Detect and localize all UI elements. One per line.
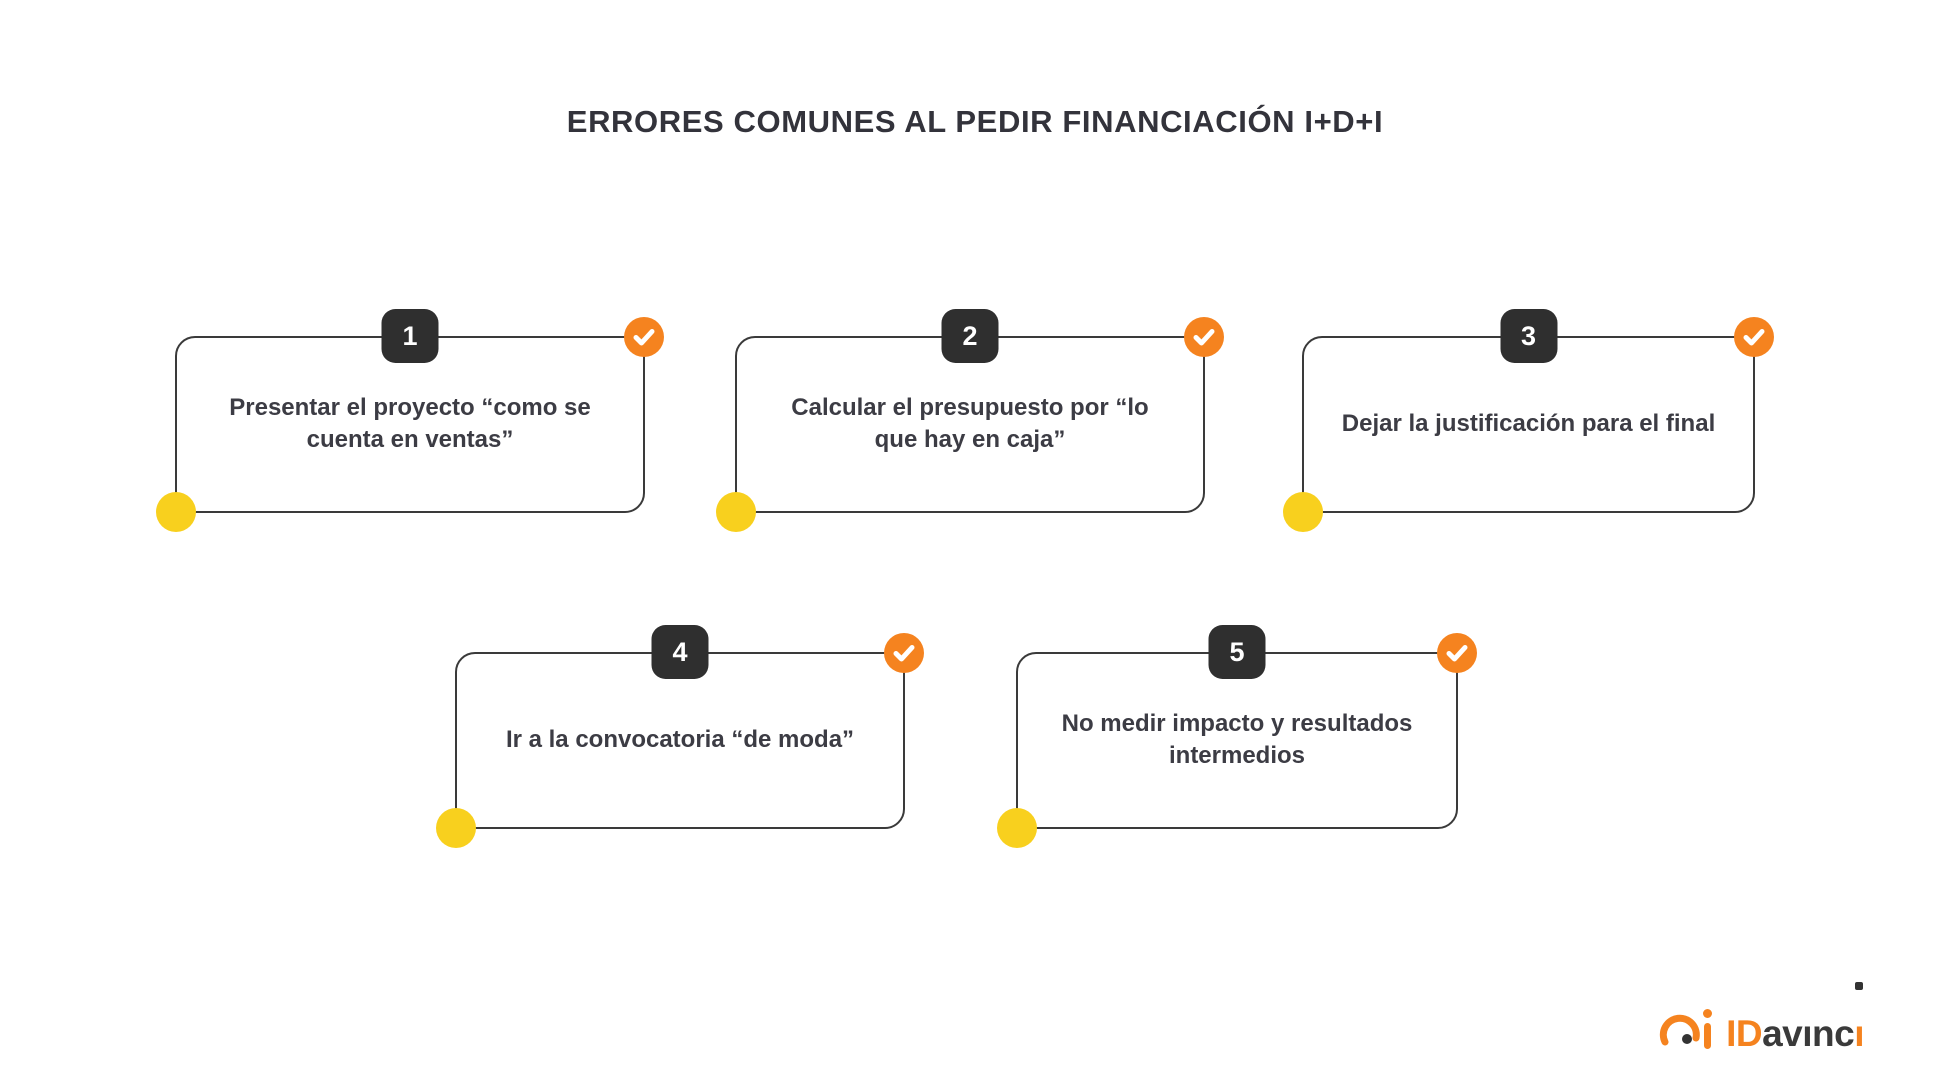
yellow-dot-icon [716,492,756,532]
error-card-3: 3 Dejar la justificación para el final [1283,309,1774,532]
check-icon [1184,317,1224,357]
error-card-5: 5 No medir impacto y resultados intermed… [997,625,1477,848]
page-title: ERRORES COMUNES AL PEDIR FINANCIACIÓN I+… [566,104,1384,139]
check-icon [884,633,924,673]
yellow-dot-icon [156,492,196,532]
brand-name-final-i: ı [1854,982,1864,1052]
card-number: 4 [672,636,688,667]
brand-i-dot [1855,982,1864,990]
error-card-1: 1 Presentar el proyecto “como se cuenta … [156,309,664,532]
error-card-4: 4 Ir a la convocatoria “de moda” [436,625,924,848]
card-text: Ir a la convocatoria “de moda” [505,725,855,753]
check-icon [1437,633,1477,673]
yellow-dot-icon [1283,492,1323,532]
card-number: 2 [962,320,978,351]
card-number-badge: 5 [1208,625,1266,679]
yellow-dot-icon [997,808,1037,848]
card-number: 5 [1229,636,1245,667]
brand-name-prefix: ID [1726,1013,1763,1054]
card-number: 3 [1520,320,1537,351]
card-text: No medir impacto y resultados intermedio… [1061,709,1413,769]
card-number-badge: 1 [381,309,439,363]
card-number-badge: 4 [651,625,709,679]
error-card-2: 2 Calcular el presupuesto por “lo que ha… [716,309,1224,532]
check-icon [624,317,664,357]
gauge-i-icon [1658,1008,1714,1052]
card-text: Presentar el proyecto “como se cuenta en… [229,393,591,453]
card-text: Calcular el presupuesto por “lo que hay … [791,393,1149,453]
card-number-badge: 3 [1500,309,1557,363]
card-number-badge: 2 [941,309,999,363]
yellow-dot-icon [436,808,476,848]
check-icon [1734,317,1774,357]
card-text: Dejar la justificación para el final [1341,409,1716,437]
brand-name-middle: avınc [1762,1013,1855,1054]
card-number: 1 [402,320,418,351]
